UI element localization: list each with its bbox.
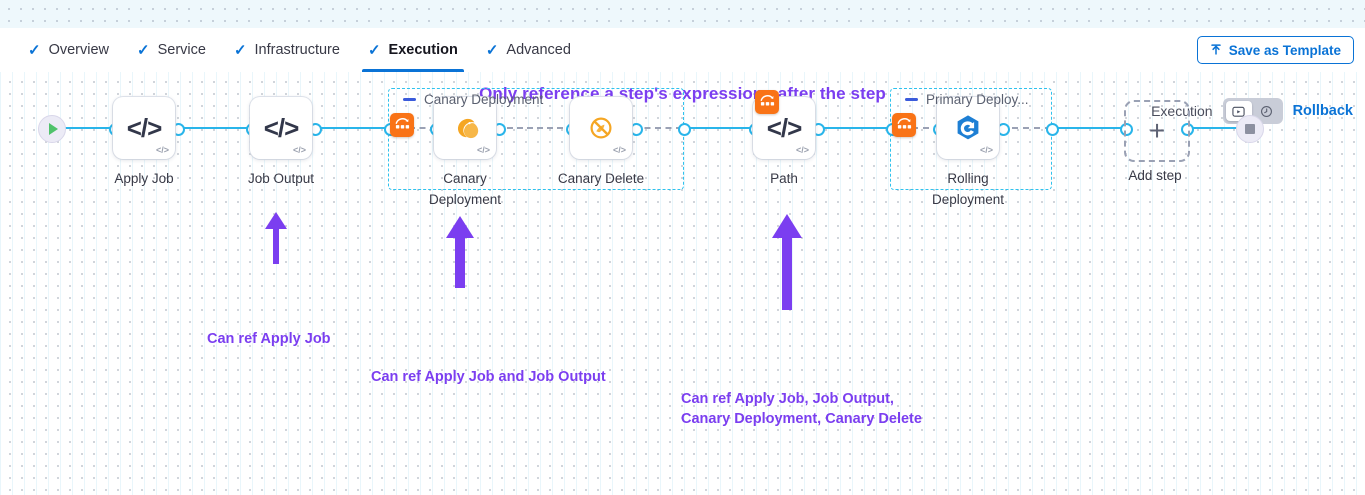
node-label-canary-deployment: Canary Deployment [428,171,502,207]
rollback-link[interactable]: Rollback [1292,103,1353,119]
node-label-canary-delete: Canary Delete [557,171,645,186]
port-addstep-out[interactable] [1181,123,1194,136]
check-icon: ✓ [28,41,41,59]
rolling-deploy-icon [957,115,979,140]
collapse-dash-icon[interactable] [403,98,416,101]
group-title-label: Primary Deploy... [926,92,1029,107]
play-box-icon [1232,106,1245,117]
node-label-rolling-deployment: Rolling Deployment [931,171,1005,207]
node-canary-deployment[interactable]: </> [434,97,496,159]
start-node[interactable] [38,115,66,143]
tab-label: Overview [48,42,110,58]
connector-primarygroup-addstep [1050,127,1124,129]
code-badge-icon: </> [795,145,809,155]
stop-icon [1245,124,1255,134]
step-group-icon [892,113,916,137]
code-badge-icon: </> [979,145,993,155]
group-canary-deployment[interactable] [388,88,684,190]
port-canarygroup-out[interactable] [678,123,691,136]
node-canary-delete[interactable]: </> [570,97,632,159]
code-badge-icon: </> [292,145,306,155]
connector-addstep-end [1185,127,1247,129]
node-label-job-output: Job Output [247,171,315,186]
node-label-apply-job: Apply Job [114,171,174,186]
group-title-canary-deployment[interactable]: Canary Deployment [403,92,547,107]
check-icon: ✓ [137,41,150,59]
step-group-glyph [395,118,409,129]
connector-canarydelete-groupexit [634,127,682,129]
code-icon: </> [263,112,300,143]
group-title-primary-deployment[interactable]: Primary Deploy... [905,92,1033,107]
plus-icon: + [1148,115,1166,146]
rollback-mode-button[interactable] [1254,101,1280,121]
check-icon: ✓ [367,41,381,59]
connector-group-path [682,127,756,129]
tab-label: Infrastructure [254,42,340,58]
check-icon: ✓ [233,41,247,59]
tab-execution[interactable]: ✓ Execution [354,28,472,72]
group-title-label: Canary Deployment [424,92,544,107]
code-badge-icon: </> [476,145,490,155]
code-badge-icon: </> [155,145,169,155]
tab-label: Advanced [506,42,571,58]
annotation-arrow-path [772,214,802,310]
execution-label: Execution [1151,103,1213,119]
code-icon: </> [126,112,163,143]
annotation-arrow-apply-job [265,212,287,264]
canary-bird-delete-icon [590,117,612,139]
tab-label: Service [157,42,206,58]
add-step-label: Add step [1128,168,1182,183]
connector-joboutput-group [313,127,388,129]
add-step-button[interactable]: + [1124,100,1190,162]
step-group-icon [755,90,779,114]
pipeline-tab-bar: ✓ Overview ✓ Service ✓ Infrastructure ✓ … [0,28,1365,73]
check-icon: ✓ [485,41,499,59]
code-badge-icon: </> [612,145,626,155]
step-group-glyph [760,95,774,106]
tab-bar-actions: Save as Template [1196,36,1365,64]
step-group-glyph [897,118,911,129]
step-group-icon [390,113,414,137]
node-label-path: Path [770,171,798,186]
connector-canarydeployment-canarydelete [497,127,573,129]
connector-applyjob-joboutput [176,127,252,129]
rollback-clock-icon [1261,105,1273,117]
tab-overview[interactable]: ✓ Overview [14,28,123,72]
save-as-template-button[interactable]: Save as Template [1196,36,1354,64]
end-node[interactable] [1236,115,1264,143]
node-rolling-deployment[interactable]: </> [937,97,999,159]
collapse-dash-icon[interactable] [905,98,918,101]
tab-infrastructure[interactable]: ✓ Infrastructure [220,28,354,72]
node-apply-job[interactable]: </> </> [113,97,175,159]
connector-rolling-groupexit [1001,127,1051,129]
code-icon: </> [766,112,803,143]
annotation-path: Can ref Apply Job, Job Output, Canary De… [681,391,922,427]
node-job-output[interactable]: </> </> [250,97,312,159]
port-addstep-in[interactable] [1120,123,1133,136]
group-primary-deployment[interactable] [890,88,1052,190]
play-icon [49,123,58,135]
annotation-arrow-canary-deployment [446,216,474,288]
upload-icon [1210,43,1221,54]
tab-list: ✓ Overview ✓ Service ✓ Infrastructure ✓ … [0,28,585,72]
save-as-template-label: Save as Template [1228,42,1341,58]
pipeline-graph: Canary Deployment Primary Deploy... [38,88,1264,427]
canary-bird-icon [457,118,479,139]
tab-service[interactable]: ✓ Service [123,28,220,72]
tab-label: Execution [388,42,458,58]
annotation-apply-job: Can ref Apply Job [207,331,331,347]
annotation-canary-deployment: Can ref Apply Job and Job Output [371,369,606,385]
pipeline-canvas[interactable] [0,72,1365,495]
tab-advanced[interactable]: ✓ Advanced [472,28,585,72]
connector-path-primarygroup [816,127,892,129]
canvas-top-strip [0,0,1365,28]
connector-start-applyjob [64,127,114,129]
port-primarygroup-out[interactable] [1046,123,1059,136]
